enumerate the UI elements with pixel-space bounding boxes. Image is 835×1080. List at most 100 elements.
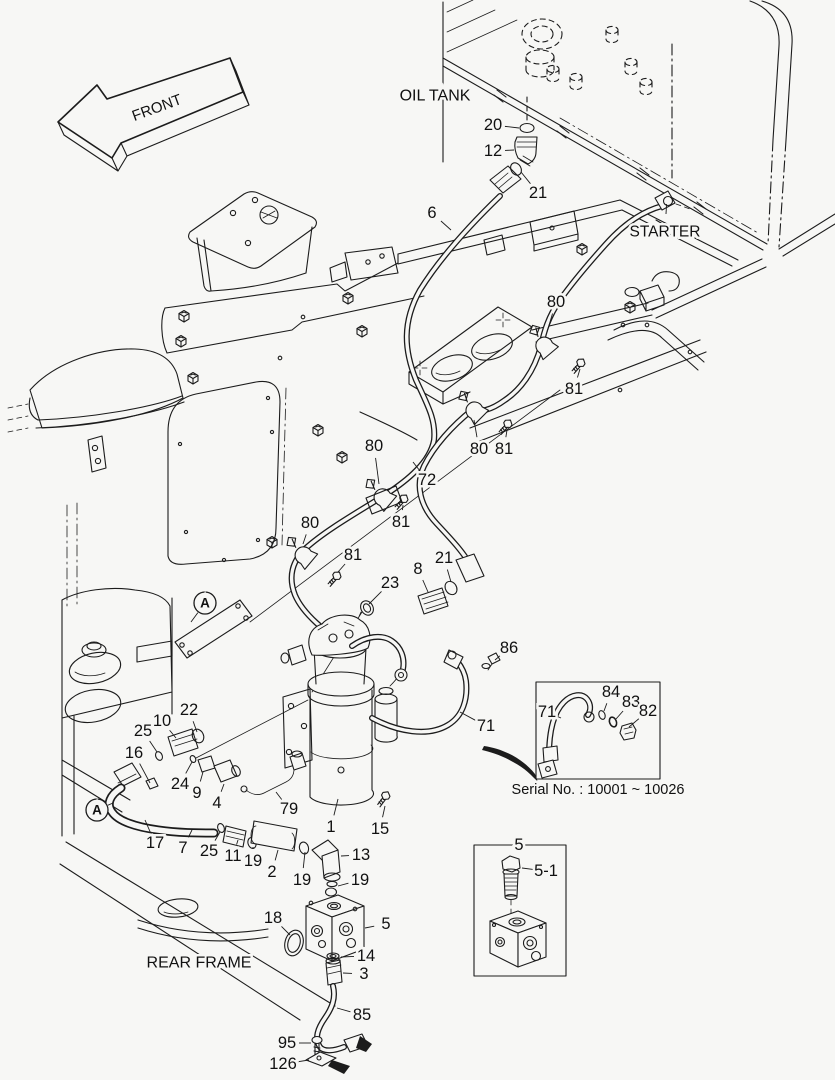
part-label-7: 7 <box>178 839 187 857</box>
leader-line <box>281 926 291 936</box>
boom-mount-frame <box>59 389 561 1021</box>
part-label-2: 2 <box>267 863 276 881</box>
leader-line <box>214 831 221 841</box>
hydraulic-pump-assembly <box>280 614 408 810</box>
leader-line <box>440 220 452 231</box>
part-label-82: 82 <box>639 702 657 720</box>
hose-72-starter <box>416 190 691 570</box>
part-label-83: 83 <box>622 693 640 711</box>
part-label-19: 19 <box>244 852 262 870</box>
leader-line <box>364 925 375 929</box>
rear-frame-area <box>137 898 269 942</box>
leader-line <box>199 771 204 782</box>
part-label-1: 1 <box>326 818 335 836</box>
leader-line <box>169 729 177 739</box>
engine-deck-frame <box>161 191 767 549</box>
leader-line <box>375 457 380 485</box>
part-label-80: 80 <box>470 440 488 458</box>
part-label-12: 12 <box>484 142 502 160</box>
part-label-6: 6 <box>427 204 436 222</box>
part-label-4: 4 <box>212 794 221 812</box>
part-label-19: 19 <box>293 871 311 889</box>
part-label-81: 81 <box>344 546 362 564</box>
part-label-5-1: 5-1 <box>534 862 558 880</box>
part-label-5: 5 <box>381 915 390 933</box>
leader-line <box>192 721 198 733</box>
leader-line <box>220 783 225 792</box>
oil-tank-label: OIL TANK <box>400 88 471 105</box>
leader-line <box>603 703 608 712</box>
leader-line <box>302 851 306 869</box>
leader-line <box>665 204 668 215</box>
part-label-14: 14 <box>357 947 375 965</box>
rear-frame-label: REAR FRAME <box>147 955 252 972</box>
leader-line <box>336 1007 351 1013</box>
part-label-24: 24 <box>171 775 189 793</box>
fitting-chain-left <box>154 728 307 795</box>
part-label-72: 72 <box>418 471 436 489</box>
part-label-85: 85 <box>353 1006 371 1024</box>
leader-line <box>412 461 420 471</box>
leader-line <box>446 569 452 583</box>
part-label-22: 22 <box>180 701 198 719</box>
part-label-21: 21 <box>435 549 453 567</box>
leader-line <box>302 534 307 545</box>
part-label-95: 95 <box>278 1034 296 1052</box>
leader-line <box>187 829 193 838</box>
part-label-84: 84 <box>602 683 620 701</box>
part-label-8: 8 <box>413 560 422 578</box>
part-label-5: 5 <box>514 836 523 854</box>
part-label-79: 79 <box>280 800 298 818</box>
part-label-21: 21 <box>529 184 547 202</box>
view-marker-A: A <box>92 803 102 818</box>
leader-line <box>340 956 355 958</box>
part-label-81: 81 <box>392 513 410 531</box>
hose-71 <box>369 649 501 735</box>
leader-line <box>546 313 553 333</box>
part-label-13: 13 <box>352 846 370 864</box>
leader-line <box>274 849 279 861</box>
starter-label: STARTER <box>630 224 701 241</box>
part-label-81: 81 <box>495 440 513 458</box>
leader-line <box>144 819 151 833</box>
part-label-23: 23 <box>381 574 399 592</box>
view-marker-circle <box>193 591 217 615</box>
cab-panel <box>442 0 835 257</box>
leader-line <box>628 718 640 728</box>
leader-line <box>337 882 349 887</box>
leader-line <box>615 710 624 720</box>
valve-detail-box <box>473 844 567 977</box>
leader-line <box>337 563 346 573</box>
leader-line <box>149 740 158 753</box>
part-label-81: 81 <box>565 380 583 398</box>
part-label-71: 71 <box>477 717 495 735</box>
leader-line <box>275 791 283 800</box>
leader-line <box>459 711 476 721</box>
part-label-18: 18 <box>264 909 282 927</box>
part-label-11: 11 <box>224 847 241 865</box>
tank-bottom-fittings <box>521 18 653 121</box>
leader-line <box>521 867 535 870</box>
leader-line <box>422 579 429 593</box>
leader-line <box>333 798 339 816</box>
part-label-16: 16 <box>125 744 143 762</box>
leader-line <box>401 504 404 511</box>
leader-line <box>185 761 193 774</box>
part-label-9: 9 <box>192 784 201 802</box>
leader-line <box>473 419 478 438</box>
leader-line <box>107 802 114 806</box>
leader-line <box>505 429 508 438</box>
part-label-25: 25 <box>134 722 152 740</box>
part-label-17: 17 <box>146 834 164 852</box>
oil-tank-fitting-group <box>510 122 538 176</box>
part-label-71: 71 <box>538 703 556 721</box>
part-label-80: 80 <box>547 293 565 311</box>
drain-hose-85 <box>305 983 372 1074</box>
view-marker-circle <box>85 798 109 822</box>
part-label-15: 15 <box>371 820 389 838</box>
front-direction-arrow <box>57 57 250 172</box>
serial-caption: Serial No. : 10001 ~ 10026 <box>512 782 685 798</box>
